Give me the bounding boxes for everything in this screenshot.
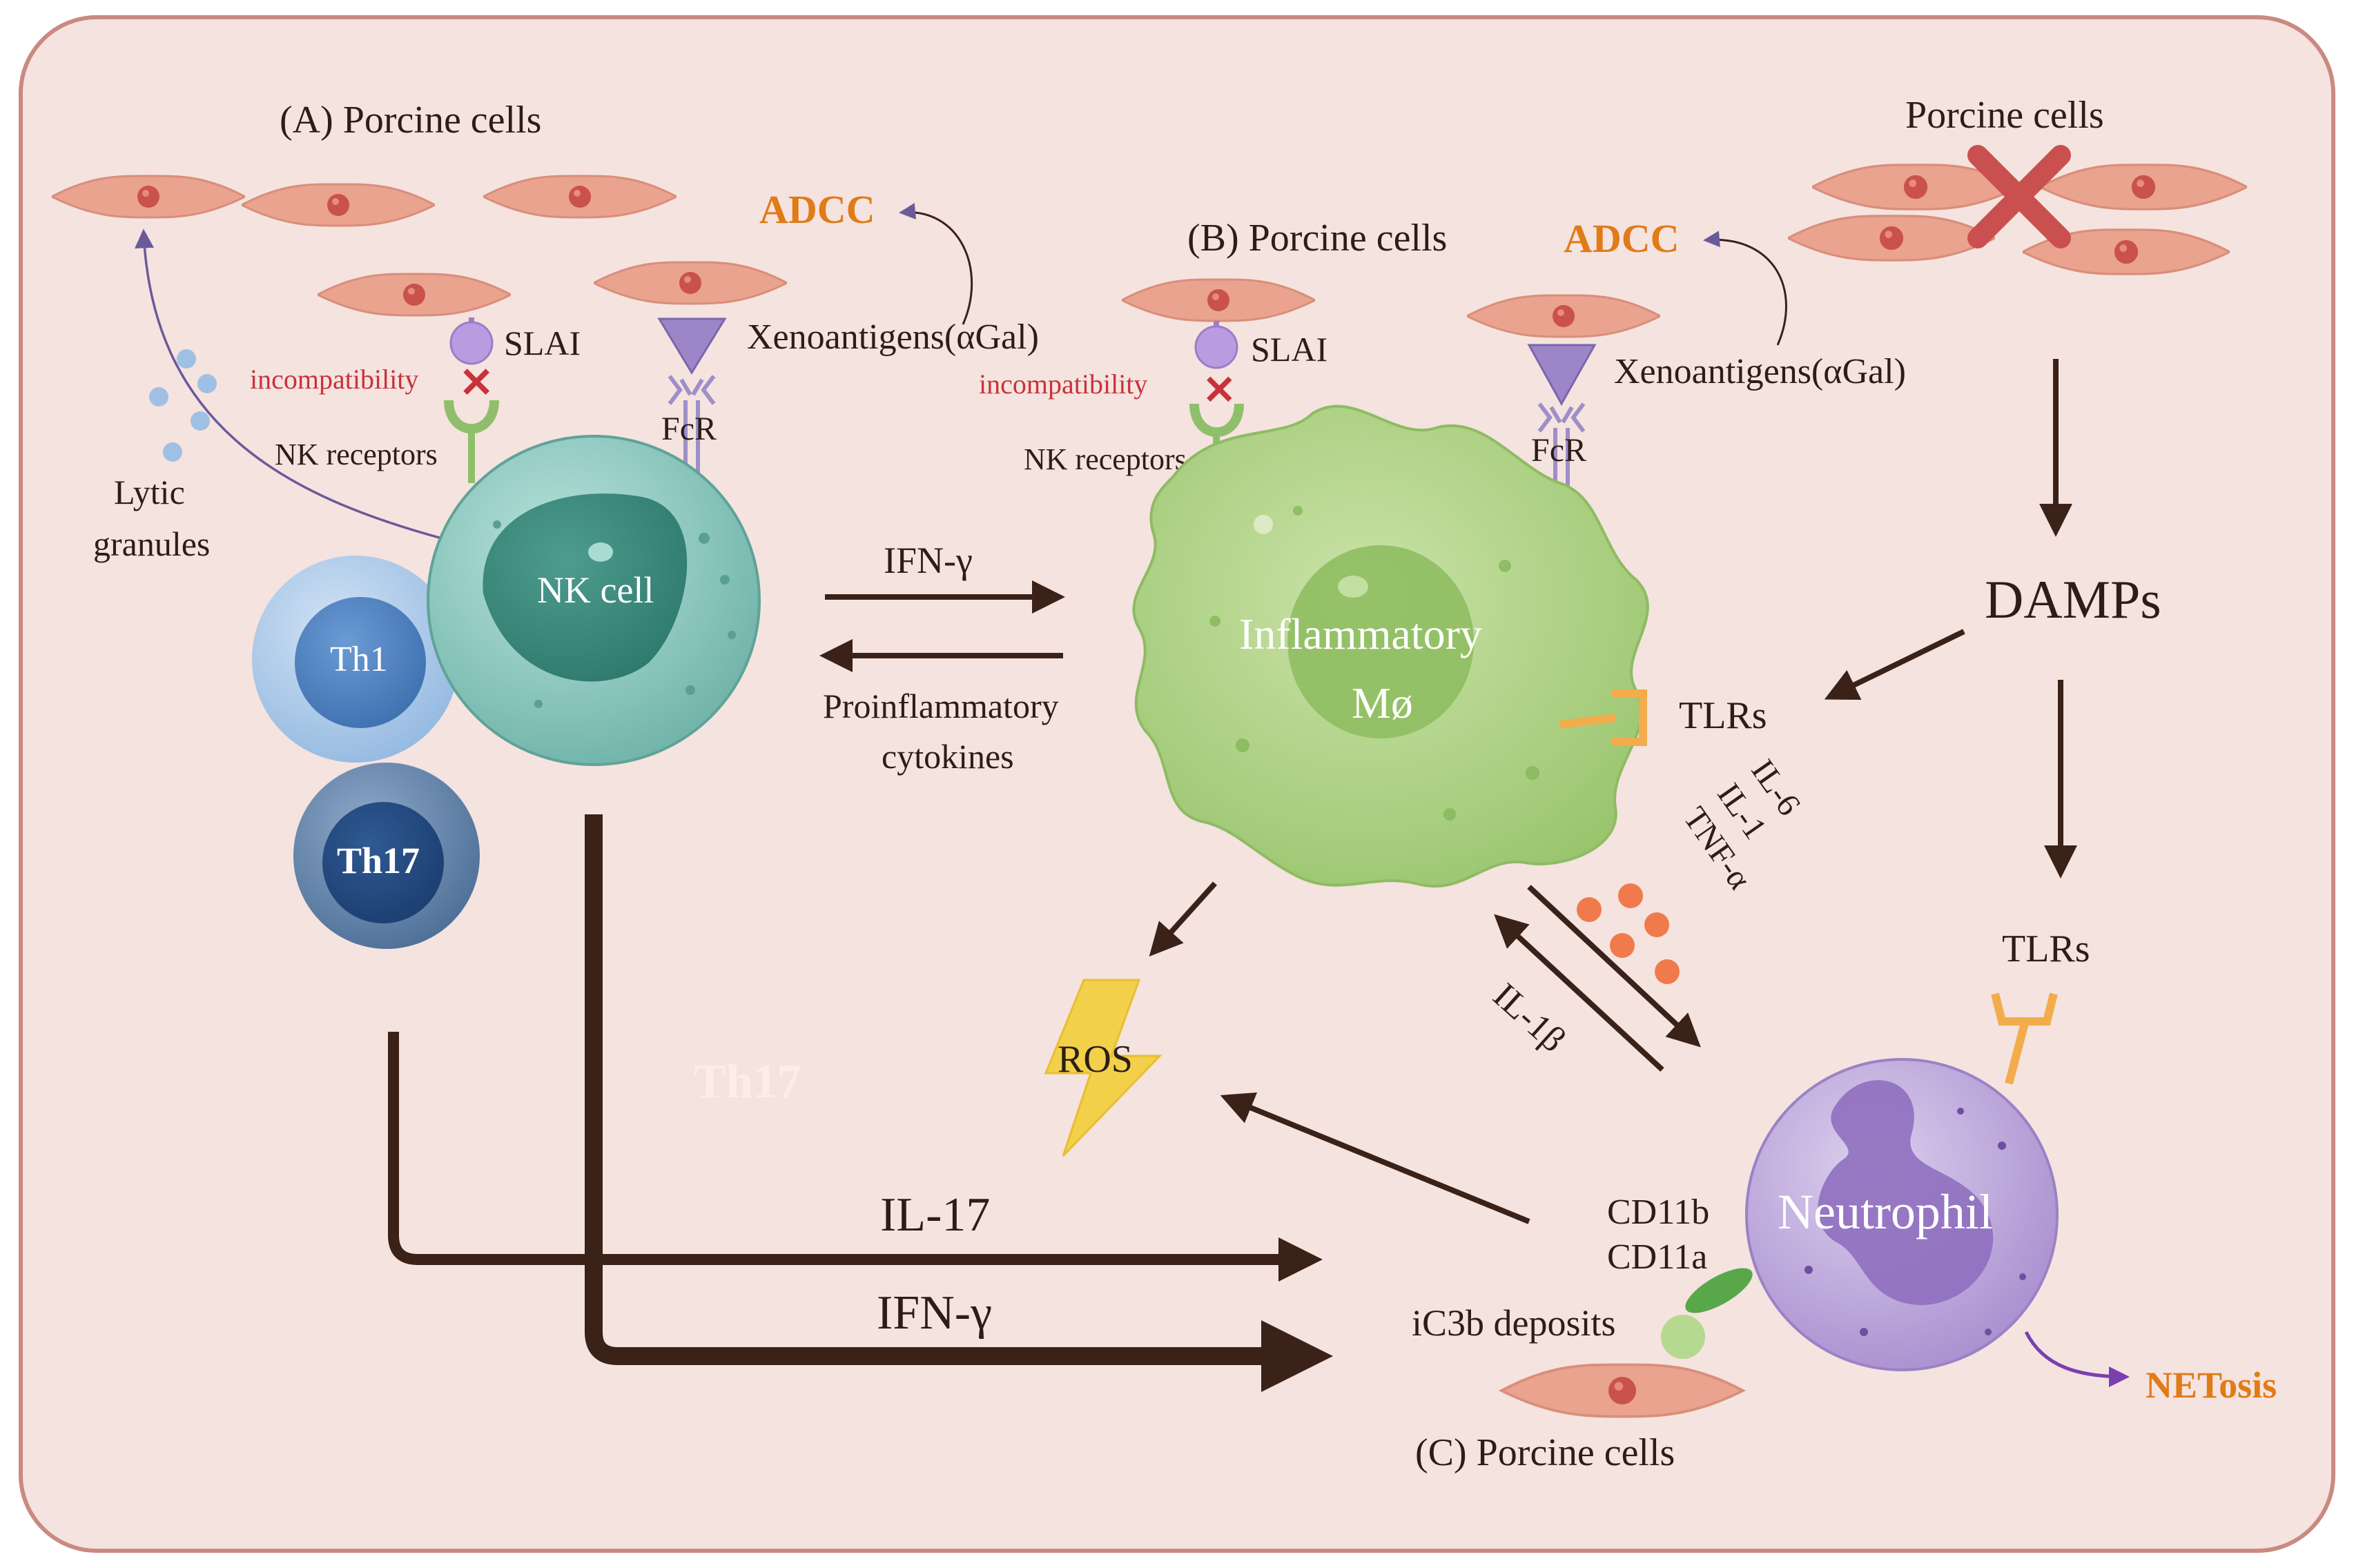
porcine-cells-right-title: Porcine cells bbox=[1905, 94, 2104, 137]
slai-label-b: SLAI bbox=[1251, 330, 1327, 369]
panel-b-title: (B) Porcine cells bbox=[1187, 217, 1447, 259]
nk-cell-label: NK cell bbox=[537, 569, 654, 611]
il17-label: IL-17 bbox=[880, 1188, 990, 1242]
ifn-gamma-label-bottom: IFN-γ bbox=[877, 1286, 992, 1340]
slai-ligand-b bbox=[1194, 321, 1238, 369]
fcr-label-b: FcR bbox=[1531, 432, 1586, 469]
lytic-granules-label-2: granules bbox=[93, 525, 210, 563]
cytokine-dots bbox=[1577, 883, 1680, 984]
incompatibility-label-a: incompatibility bbox=[250, 364, 418, 395]
cd11a-label: CD11a bbox=[1607, 1237, 1707, 1277]
ifn-gamma-bottom-arrow bbox=[585, 814, 1333, 1392]
ic3b-label: iC3b deposits bbox=[1412, 1302, 1616, 1344]
neutrophil-tlr-receptor bbox=[1991, 992, 2058, 1085]
incompatibility-x-b: ✕ bbox=[1203, 368, 1236, 413]
nk-cell bbox=[427, 435, 761, 766]
tlrs-label-neutrophil: TLRs bbox=[2002, 928, 2090, 970]
slai-ligand-a bbox=[449, 317, 494, 365]
arrow-damps-to-macrophage-tlrs bbox=[1824, 629, 1965, 700]
xenoantigen-triangle-a bbox=[657, 317, 727, 375]
ic3b-deposit bbox=[1661, 1315, 1705, 1359]
xenoantigens-label-a: Xenoantigens(αGal) bbox=[747, 317, 1039, 357]
arrow-cytokines-to-neutrophil bbox=[1527, 885, 1701, 1048]
damps-label: DAMPs bbox=[1985, 569, 2161, 629]
th1-cell bbox=[252, 556, 459, 763]
netosis-arrow bbox=[2024, 1331, 2130, 1387]
nk-receptor-a bbox=[444, 400, 499, 483]
slai-label-a: SLAI bbox=[504, 324, 581, 362]
panel-a-title: (A) Porcine cells bbox=[280, 99, 541, 141]
neutrophil-cell bbox=[1745, 1058, 2059, 1371]
macrophage-label-2: Mø bbox=[1352, 678, 1413, 727]
il17-arrow bbox=[388, 1032, 1323, 1282]
arrow-il1b-to-macrophage bbox=[1494, 914, 1664, 1072]
xenoantigens-label-b: Xenoantigens(αGal) bbox=[1614, 352, 1906, 391]
panel-c-title: (C) Porcine cells bbox=[1415, 1431, 1675, 1474]
nk-receptors-label-a: NK receptors bbox=[275, 438, 438, 471]
cd11-integrin bbox=[1685, 1268, 1753, 1313]
netosis-label: NETosis bbox=[2146, 1364, 2277, 1406]
inflammatory-macrophage bbox=[1132, 404, 1649, 888]
th17-watermark: Th17 bbox=[694, 1055, 801, 1108]
macrophage-label-1: Inflammatory bbox=[1239, 609, 1482, 658]
nk-receptors-label-b: NK receptors bbox=[1024, 442, 1187, 476]
tlr-receptor-macrophage bbox=[1559, 689, 1647, 746]
proinflam-label-1: Proinflammatory bbox=[823, 687, 1059, 725]
lytic-arrow bbox=[135, 228, 442, 540]
lytic-granules-label-1: Lytic bbox=[114, 473, 185, 511]
proinflam-label-2: cytokines bbox=[882, 737, 1014, 776]
lytic-granules bbox=[149, 349, 217, 462]
th1-label: Th1 bbox=[330, 640, 388, 679]
adcc-arrow-b bbox=[1703, 231, 1787, 346]
ros-label: ROS bbox=[1058, 1038, 1133, 1081]
adcc-label-b: ADCC bbox=[1564, 216, 1680, 261]
adcc-label-a: ADCC bbox=[759, 187, 875, 232]
cd11b-label: CD11b bbox=[1607, 1193, 1709, 1232]
arrow-neutrophil-to-ros bbox=[1220, 1092, 1530, 1224]
incompatibility-x-a: ✕ bbox=[459, 360, 494, 406]
cell-death-x-icon bbox=[1967, 145, 2071, 248]
neutrophil-label: Neutrophil bbox=[1778, 1184, 1993, 1239]
th17-cell bbox=[293, 763, 480, 949]
ifn-gamma-label-top: IFN-γ bbox=[884, 540, 973, 581]
incompatibility-label-b: incompatibility bbox=[979, 369, 1147, 400]
arrow-macrophage-to-ros bbox=[1149, 881, 1217, 957]
fcr-receptor-a bbox=[668, 375, 716, 476]
th17-label: Th17 bbox=[337, 840, 420, 881]
xenoantigen-triangle-b bbox=[1527, 344, 1597, 406]
ros-lightning-icon bbox=[1044, 979, 1163, 1157]
fcr-label-a: FcR bbox=[661, 411, 717, 447]
adcc-arrow-a bbox=[899, 203, 973, 325]
tlrs-label-macrophage: TLRs bbox=[1679, 694, 1767, 737]
